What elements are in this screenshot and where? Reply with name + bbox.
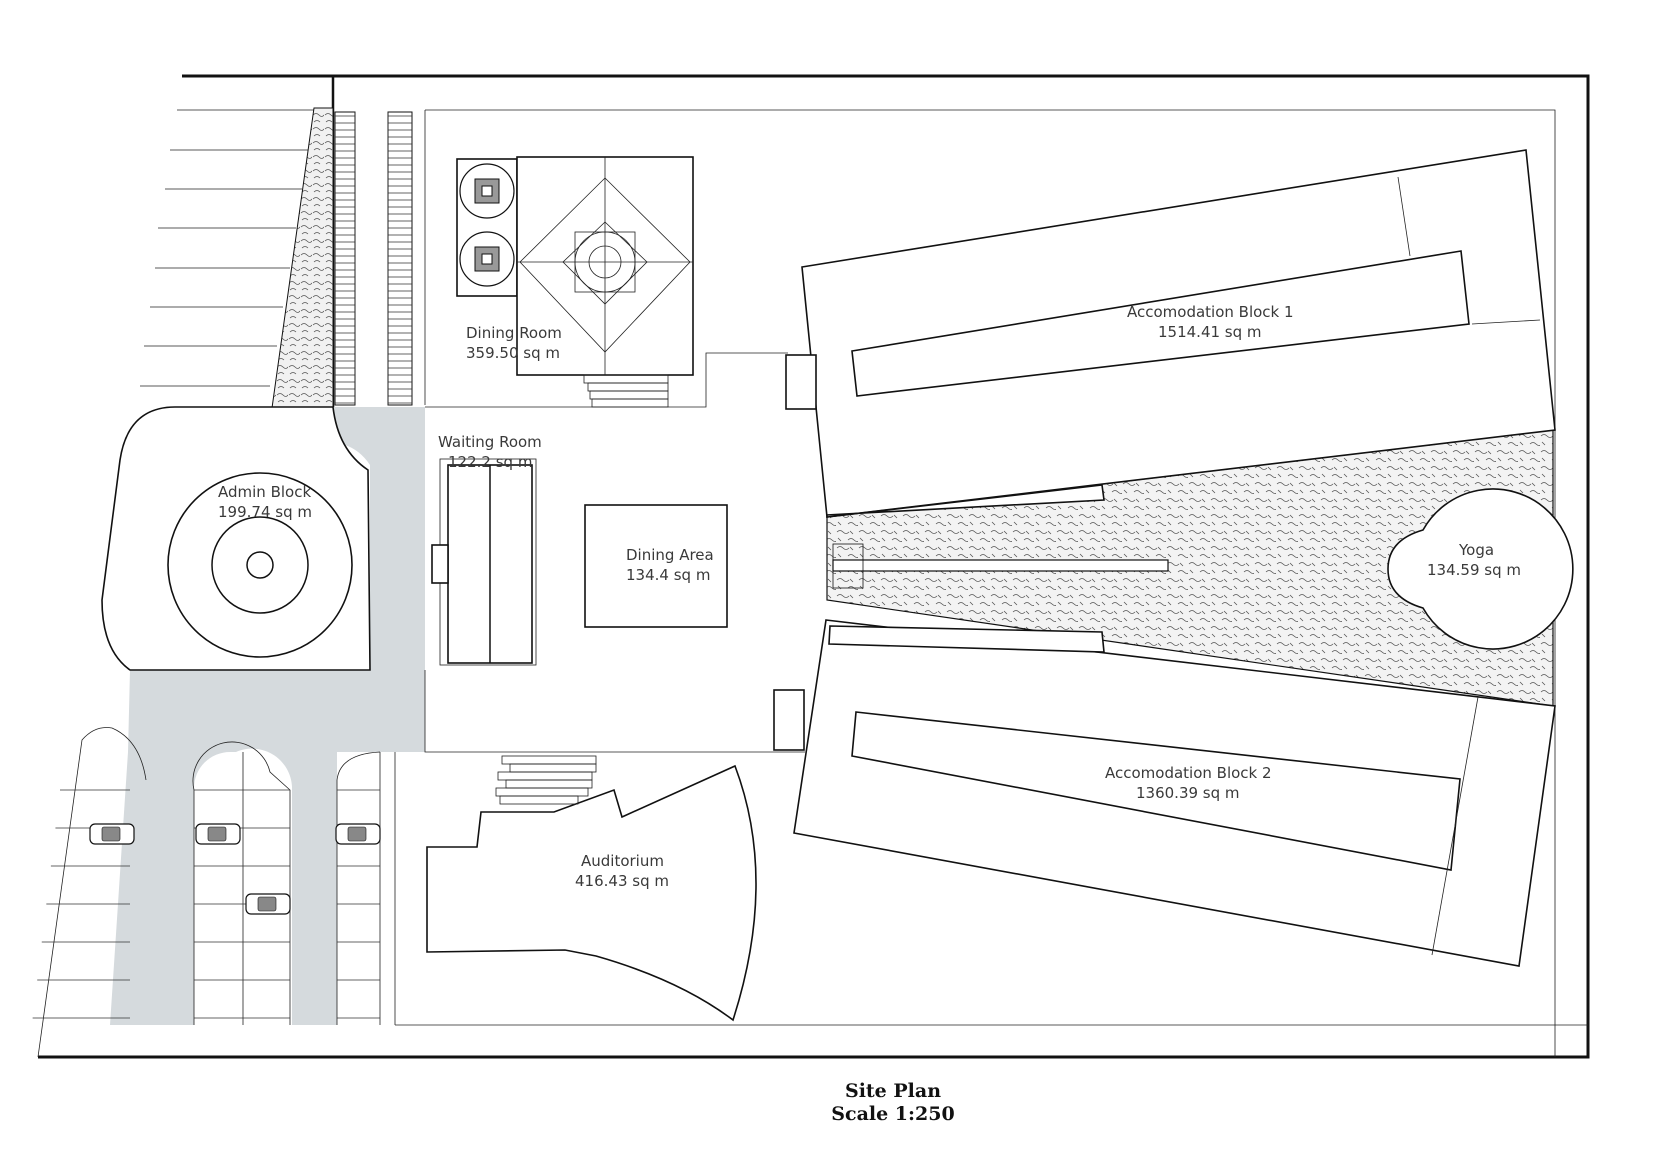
auditorium-area: 416.43 sq m <box>575 872 669 890</box>
waiting-room-area: 122.2 sq m <box>448 453 532 471</box>
paved-edge-strip <box>271 107 334 409</box>
yoga-pavilion[interactable] <box>1387 488 1574 650</box>
drawing-title: Site Plan <box>845 1080 941 1102</box>
site-edge-lines <box>140 109 316 387</box>
admin-block-name: Admin Block <box>218 483 311 501</box>
dining-room[interactable] <box>456 156 694 408</box>
accommodation-block-2-area: 1360.39 sq m <box>1136 784 1240 802</box>
accommodation-block-1[interactable] <box>785 149 1556 518</box>
accommodation-block-2-name: Accomodation Block 2 <box>1105 764 1272 782</box>
ramp-stripes <box>335 115 412 404</box>
car-icon <box>245 893 291 915</box>
dining-area-area: 134.4 sq m <box>626 566 710 584</box>
yoga-area: 134.59 sq m <box>1427 561 1521 579</box>
courtyard-water-channel <box>832 543 1169 589</box>
auditorium-steps <box>495 755 597 805</box>
admin-block[interactable] <box>101 406 371 671</box>
dining-area-name: Dining Area <box>626 546 714 564</box>
dining-area[interactable] <box>584 504 728 628</box>
drawing-scale: Scale 1:250 <box>831 1103 954 1125</box>
waiting-room[interactable] <box>431 458 537 666</box>
admin-block-area: 199.74 sq m <box>218 503 312 521</box>
dining-room-area: 359.50 sq m <box>466 344 560 362</box>
accommodation-block-1-name: Accomodation Block 1 <box>1127 303 1294 321</box>
waiting-room-name: Waiting Room <box>438 433 542 451</box>
yoga-name: Yoga <box>1458 541 1494 559</box>
auditorium[interactable] <box>426 755 757 1022</box>
parking-stall-lines <box>32 789 380 1019</box>
car-icon <box>335 823 381 845</box>
central-court-outline <box>424 352 805 753</box>
main-road <box>110 407 425 1025</box>
auditorium-name: Auditorium <box>581 852 664 870</box>
car-icon <box>195 823 241 845</box>
dining-room-name: Dining Room <box>466 324 562 342</box>
dining-room-steps <box>583 374 669 408</box>
car-icon <box>89 823 135 845</box>
accommodation-block-1-area: 1514.41 sq m <box>1158 323 1262 341</box>
parking-area <box>37 727 396 1058</box>
accommodation-block-2[interactable] <box>773 619 1556 967</box>
